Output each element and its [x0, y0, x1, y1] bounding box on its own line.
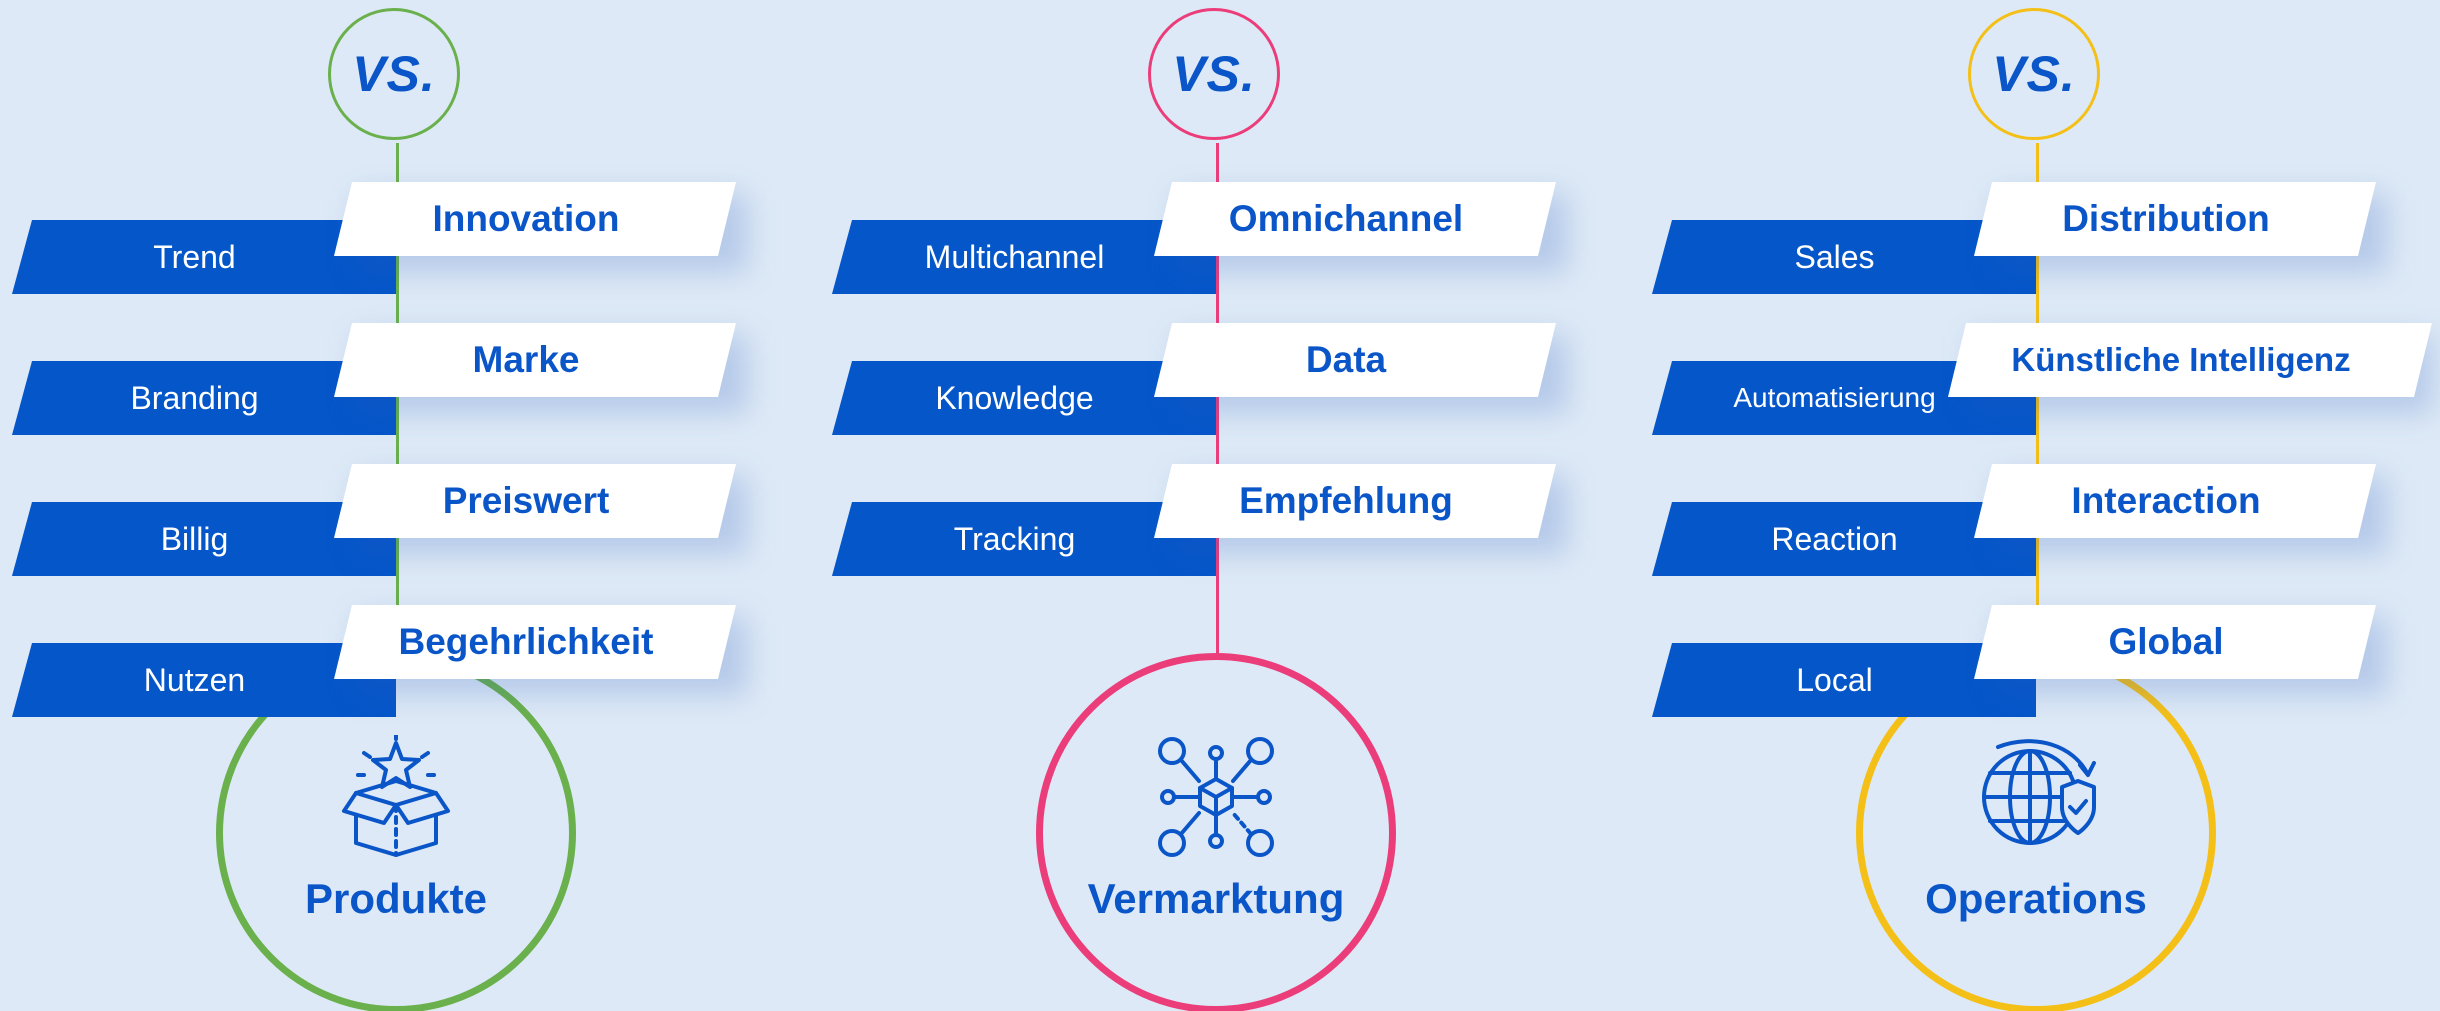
right-card [334, 605, 736, 679]
connector-line [396, 143, 399, 663]
old-term: Reaction [1771, 521, 1898, 557]
old-term: Tracking [953, 521, 1076, 557]
left-bar [12, 643, 396, 717]
new-term: Innovation [432, 198, 620, 239]
comparison-row: Reaction Interaction [1652, 464, 2412, 576]
old-term: Knowledge [935, 380, 1094, 416]
right-card [1154, 182, 1556, 256]
left-bar [12, 361, 396, 435]
right-card [334, 323, 736, 397]
vs-label: VS. [1172, 46, 1256, 102]
right-card [334, 182, 736, 256]
comparison-row: Local Global [1652, 605, 2412, 717]
new-term: Begehrlichkeit [398, 621, 654, 662]
new-term: Empfehlung [1239, 480, 1453, 521]
right-card [1154, 464, 1556, 538]
comparison-row: Nutzen Begehrlichkeit [12, 605, 772, 717]
gift-box-icon [342, 735, 450, 857]
old-term: Trend [153, 239, 236, 275]
column-produkte: VS. Produkte Trend Innovation Brandin [0, 0, 820, 1011]
new-term: Marke [472, 339, 580, 380]
old-term: Local [1796, 662, 1873, 698]
right-card [334, 464, 736, 538]
new-term: Interaction [2071, 480, 2261, 521]
vs-badge: VS. [328, 8, 460, 140]
new-term: Data [1305, 339, 1387, 380]
right-card [1974, 605, 2376, 679]
globe-shield-icon [1982, 739, 2096, 845]
network-hub-icon [1158, 737, 1274, 857]
comparison-row: Trend Innovation [12, 182, 772, 294]
vs-badge: VS. [1148, 8, 1280, 140]
left-bar [1652, 220, 2036, 294]
new-term: Künstliche Intelligenz [2011, 341, 2351, 378]
old-term: Billig [160, 521, 229, 557]
comparison-row: Knowledge Data [832, 323, 1592, 435]
comparison-row: Branding Marke [12, 323, 772, 435]
left-bar [12, 502, 396, 576]
new-term: Global [2108, 621, 2224, 662]
column-operations: VS. Operations Sales Distribution Automa… [1640, 0, 2440, 1011]
old-term: Branding [130, 380, 259, 416]
vs-badge: VS. [1968, 8, 2100, 140]
old-term: Multichannel [924, 239, 1105, 275]
new-term: Distribution [2062, 198, 2270, 239]
left-bar [1652, 502, 2036, 576]
right-card [1154, 323, 1556, 397]
right-card [1948, 323, 2432, 397]
new-term: Omnichannel [1228, 198, 1464, 239]
category-title: Operations [1925, 875, 2147, 922]
category-circle [1036, 653, 1396, 1011]
category-title: Vermarktung [1087, 875, 1345, 922]
connector-line [2036, 143, 2039, 663]
comparison-row: Automatisierung Künstliche Intelligenz [1652, 323, 2432, 435]
left-bar [1652, 643, 2036, 717]
left-bar [832, 361, 1216, 435]
old-term: Sales [1794, 239, 1875, 275]
left-bar [832, 502, 1216, 576]
left-bar [12, 220, 396, 294]
connector-line [1216, 143, 1219, 653]
comparison-row: Tracking Empfehlung [832, 464, 1592, 576]
column-vermarktung: VS. Vermarktung Multicha [820, 0, 1640, 1011]
old-term: Automatisierung [1733, 382, 1936, 413]
vs-label: VS. [352, 46, 436, 102]
comparison-row: Multichannel Omnichannel [832, 182, 1592, 294]
right-card [1974, 182, 2376, 256]
new-term: Preiswert [442, 480, 610, 521]
comparison-row: Billig Preiswert [12, 464, 772, 576]
vs-label: VS. [1992, 46, 2076, 102]
comparison-row: Sales Distribution [1652, 182, 2412, 294]
old-term: Nutzen [143, 662, 246, 698]
category-title: Produkte [304, 875, 488, 922]
right-card [1974, 464, 2376, 538]
left-bar [832, 220, 1216, 294]
